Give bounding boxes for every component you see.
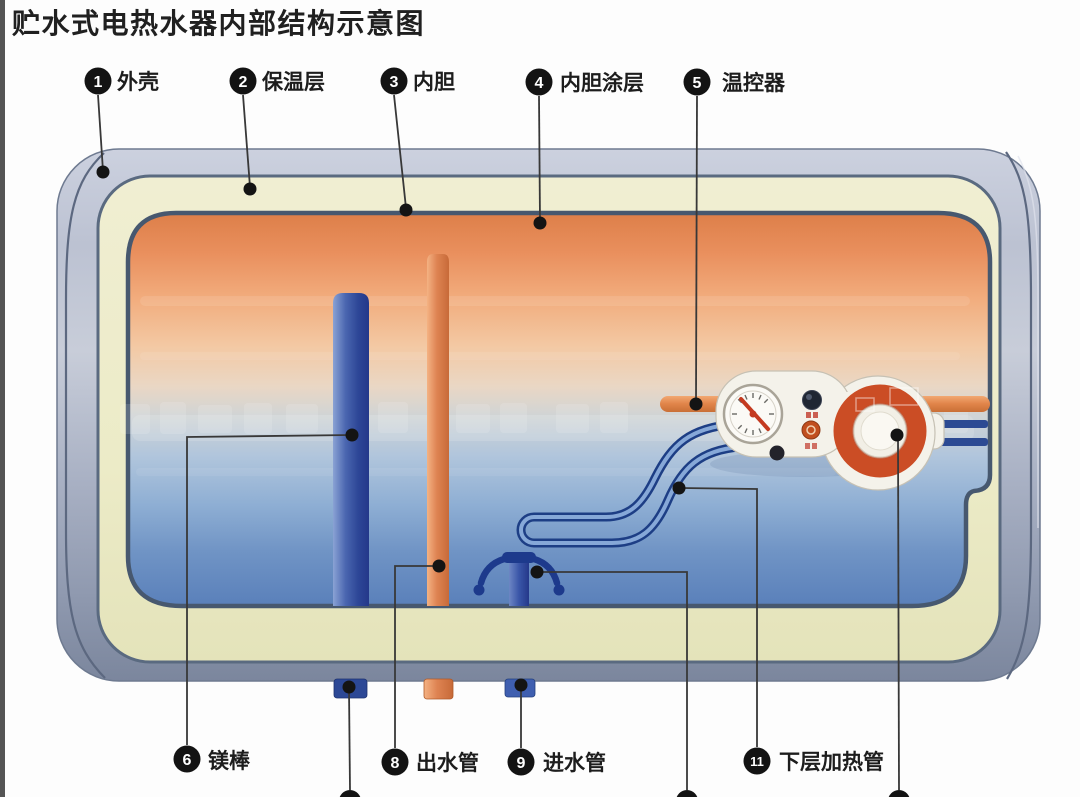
callout-lines (97, 94, 900, 791)
panel-screw (769, 445, 785, 461)
heat-lamp (801, 420, 821, 440)
label-thermostat: 温控器 (722, 71, 786, 95)
callout-line-10 (539, 571, 688, 790)
water-streak (140, 296, 970, 306)
ghost-mark (889, 387, 919, 406)
badge-3 (380, 67, 408, 95)
inlet-diffuser (473, 552, 565, 606)
callout-dot-flange (890, 428, 904, 442)
thermostat-panel (710, 370, 945, 491)
label-insulation: 保温层 (261, 71, 325, 94)
badge-9 (507, 748, 535, 776)
badge-11-number: 11 (750, 754, 764, 769)
badge-7-cutoff (339, 790, 361, 797)
ghost-mark (855, 397, 875, 412)
callout-line-5 (695, 95, 698, 403)
outlet-pipe (427, 254, 449, 606)
badge-3-number: 3 (390, 74, 399, 91)
badge-10-cutoff (676, 790, 698, 797)
callout-line-3 (393, 94, 407, 209)
labels: 1 外壳 2 保温层 3 内胆 4 内胆涂层 5 温控器 6 镁棒 8 出水管 … (84, 67, 910, 797)
badge-12-cutoff (888, 790, 910, 797)
indicator-mark (805, 443, 810, 449)
callout-line-4 (538, 95, 541, 222)
label-shell: 外壳 (117, 70, 159, 94)
lower-heating-tube (516, 419, 745, 548)
callout-dots (96, 165, 904, 694)
indicator-mark (813, 412, 818, 418)
callout-line-8 (394, 565, 437, 748)
badge-5 (683, 68, 711, 96)
callout-line-11 (680, 487, 758, 747)
callout-line-6 (186, 434, 353, 745)
callout-dot-insulation (243, 182, 257, 196)
callout-dot-heating-tube (672, 481, 686, 495)
heat-lamp-mark (806, 425, 816, 435)
right-endcap-seam (1005, 151, 1033, 680)
label-lower-heating-tube: 下层加热管 (779, 750, 884, 774)
badge-8 (381, 748, 409, 776)
callout-line-7 (348, 688, 351, 791)
badge-4-number: 4 (535, 75, 544, 92)
callout-dot-inlet (514, 678, 528, 692)
magnesium-rod (333, 293, 369, 606)
callout-line-1 (97, 94, 104, 172)
label-inlet-pipe: 进水管 (543, 751, 606, 775)
page-title: 贮水式电热水器内部结构示意图 (12, 7, 425, 39)
callout-line-12 (897, 436, 900, 791)
label-magnesium-rod: 镁棒 (208, 749, 251, 773)
label-outlet-pipe: 出水管 (416, 751, 479, 775)
badge-1 (84, 67, 112, 95)
outlet-stub (423, 678, 454, 700)
label-inner-tank: 内胆 (413, 70, 455, 94)
heater-flange-ring (833, 384, 927, 478)
power-indicator-highlight (806, 394, 812, 400)
power-indicator (802, 390, 822, 410)
badge-11 (743, 747, 771, 775)
label-tank-coating: 内胆涂层 (560, 71, 644, 95)
page-left-edge (0, 0, 5, 797)
badge-6 (173, 745, 201, 773)
callout-dot-coating (533, 216, 547, 230)
indicator-mark (812, 443, 817, 449)
right-endcap-highlight (1017, 155, 1039, 528)
temperature-gauge (722, 383, 784, 445)
badge-6-number: 6 (183, 752, 192, 769)
callout-dot-rod (345, 428, 359, 442)
callout-line-2 (242, 94, 251, 188)
badge-2-number: 2 (239, 74, 248, 91)
badge-5-number: 5 (693, 75, 702, 92)
left-endcap-seam (64, 152, 106, 679)
indicator-mark (806, 412, 811, 418)
callout-dot-tank (399, 203, 413, 217)
callout-dot-anode-stub (342, 680, 356, 694)
water-streak (140, 352, 960, 360)
badge-4 (525, 68, 553, 96)
badge-9-number: 9 (517, 755, 526, 772)
badge-8-number: 8 (391, 755, 400, 772)
callout-dot-thermostat (689, 397, 703, 411)
callout-dot-diffuser (530, 565, 544, 579)
badge-1-number: 1 (94, 74, 103, 91)
badge-2 (229, 67, 257, 95)
callout-dot-outlet (432, 559, 446, 573)
callout-dot-shell (96, 165, 110, 179)
